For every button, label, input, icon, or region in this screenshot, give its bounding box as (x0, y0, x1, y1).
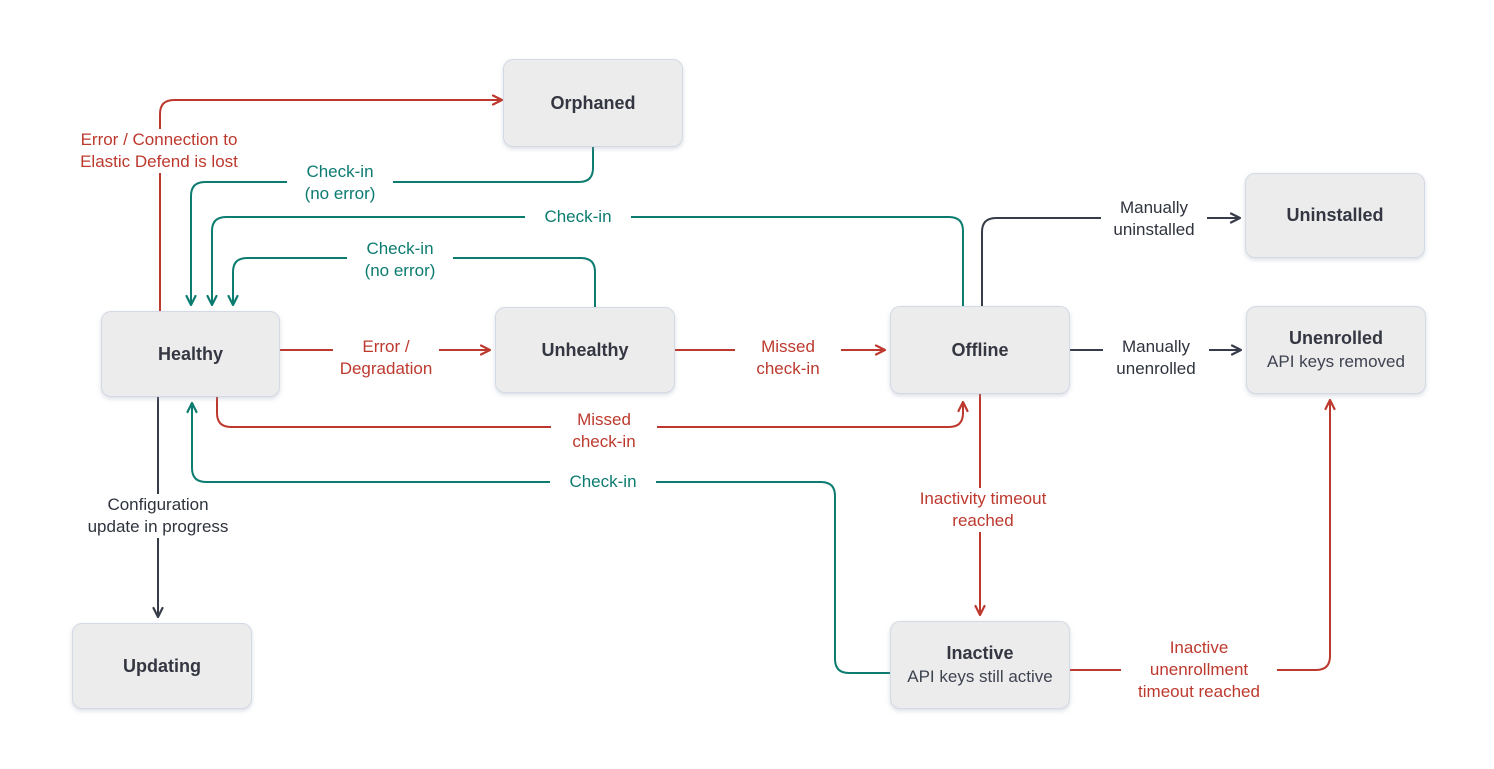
edge-label-missed-checkin-unhealthy: Missed check-in (735, 336, 841, 380)
state-offline-label: Offline (951, 339, 1009, 360)
edge-label-inactivity-timeout: Inactivity timeout reached (905, 488, 1061, 532)
edge-label-error-connection-lost: Error / Connection to Elastic Defend is … (60, 129, 258, 173)
state-offline: Offline (890, 306, 1070, 394)
edge-inactive-to-healthy (186, 401, 891, 674)
state-inactive-label: Inactive (946, 643, 1014, 663)
state-unenrolled-label: Unenrolled (1288, 328, 1383, 348)
edge-offline-to-healthy (206, 216, 964, 307)
state-updating-label: Updating (123, 655, 201, 676)
state-updating: Updating (72, 623, 252, 709)
edge-label-inactive-unenrollment-timeout: Inactive unenrollment timeout reached (1121, 637, 1277, 703)
state-orphaned-label: Orphaned (550, 92, 636, 113)
edge-offline-to-uninstalled (981, 212, 1242, 307)
edge-healthy-to-orphaned (159, 94, 504, 312)
edge-label-missed-checkin-healthy: Missed check-in (551, 409, 657, 453)
edge-label-checkin-offline: Check-in (525, 206, 631, 228)
edge-inactive-to-unenrolled (1069, 398, 1336, 671)
state-healthy: Healthy (101, 311, 280, 397)
edge-label-checkin-inactive: Check-in (550, 471, 656, 493)
state-unenrolled: Unenrolled API keys removed (1246, 306, 1426, 394)
edge-label-error-degradation: Error / Degradation (333, 336, 439, 380)
state-unenrolled-sublabel: API keys removed (1267, 352, 1405, 371)
edge-label-manually-uninstalled: Manually uninstalled (1101, 197, 1207, 241)
state-orphaned: Orphaned (503, 59, 683, 147)
state-inactive-sublabel: API keys still active (907, 667, 1053, 686)
state-unhealthy-label: Unhealthy (541, 339, 629, 360)
state-healthy-label: Healthy (157, 343, 224, 364)
edge-label-checkin-no-error-orphaned: Check-in (no error) (287, 161, 393, 205)
state-inactive: Inactive API keys still active (890, 621, 1070, 709)
state-uninstalled: Uninstalled (1245, 173, 1425, 258)
state-uninstalled-label: Uninstalled (1286, 205, 1384, 225)
edge-label-checkin-no-error-unhealthy: Check-in (no error) (347, 238, 453, 282)
edge-label-configuration-update: Configuration update in progress (75, 494, 241, 538)
edge-label-manually-unenrolled: Manually unenrolled (1103, 336, 1209, 380)
state-unhealthy: Unhealthy (495, 307, 675, 393)
